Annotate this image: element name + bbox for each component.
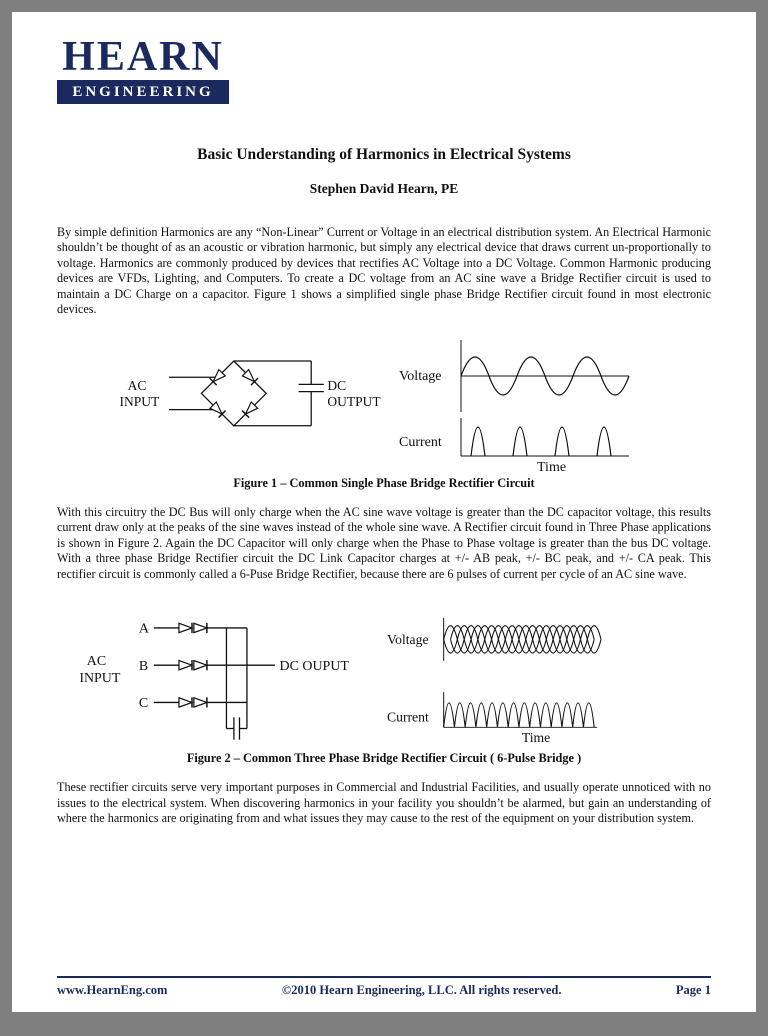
author-line: Stephen David Hearn, PE [309, 180, 459, 196]
footer-copyright: ©2010 Hearn Engineering, LLC. All rights… [281, 983, 562, 997]
figure1-axes [460, 339, 629, 457]
bridge-diode-symbols [208, 368, 259, 419]
footer-website-link[interactable]: www.HearnEng.com [57, 983, 168, 997]
figure1-waveform-plot: Voltage Current Time [399, 339, 630, 474]
voltage-label: Voltage [387, 633, 429, 648]
figure2-caption: Figure 2 – Common Three Phase Bridge Rec… [186, 751, 582, 766]
phase-a-label: A [139, 622, 149, 637]
figure2-axes [443, 618, 598, 729]
logo-banner: ENGINEERING [57, 79, 229, 104]
three-phase-voltage-waveform [443, 625, 602, 654]
current-label: Current [387, 710, 429, 725]
figure2-waveform-plot: Voltage Current Time [387, 618, 602, 745]
ac-input-label-line2: INPUT [120, 394, 161, 409]
figure1-caption: Figure 1 – Common Single Phase Bridge Re… [233, 475, 535, 490]
figure1: AC INPUT DC OUTPUT Voltage Current Time [57, 334, 711, 474]
six-pulse-current-waveform [443, 703, 595, 728]
figure1-circuit-diagram: AC INPUT DC OUTPUT [120, 359, 381, 427]
three-phase-bridge-wires [153, 627, 275, 741]
pdf-page: HEARN ENGINEERING Basic Understanding of… [12, 12, 756, 1012]
current-pulse-waveform [470, 426, 612, 456]
logo-wordmark: HEARN [62, 34, 224, 80]
time-label: Time [537, 460, 566, 474]
voltage-sine-waveform [460, 356, 630, 396]
current-label: Current [399, 435, 442, 450]
paragraph-1: By simple definition Harmonics are any “… [57, 224, 711, 317]
page-footer: www.HearnEng.com ©2010 Hearn Engineering… [57, 976, 711, 998]
footer-page-number: Page 1 [675, 983, 711, 997]
ac-input-label-line1: AC [87, 655, 106, 670]
figure2: AC INPUT A B C DC OUPUT Voltage Current … [57, 600, 711, 749]
phase-c-label: C [139, 696, 148, 711]
paragraph-2: With this circuitry the DC Bus will only… [57, 504, 711, 581]
dc-output-label-line1: DC [327, 378, 346, 393]
ac-input-label-line1: AC [128, 378, 147, 393]
paragraph-3: These rectifier circuits serve very impo… [57, 780, 711, 826]
figure2-circuit-diagram: AC INPUT A B C DC OUPUT [79, 622, 350, 741]
three-phase-diode-symbols [178, 622, 208, 709]
company-logo: HEARN ENGINEERING [57, 34, 229, 104]
dc-output-label: DC OUPUT [280, 659, 350, 674]
bridge-rectifier-wires [169, 359, 324, 427]
phase-b-label: B [139, 659, 148, 674]
time-label: Time [522, 730, 550, 745]
dc-output-label-line2: OUTPUT [327, 394, 381, 409]
page-title: Basic Understanding of Harmonics in Elec… [197, 145, 571, 163]
ac-input-label-line2: INPUT [79, 671, 121, 686]
voltage-label: Voltage [399, 369, 442, 384]
